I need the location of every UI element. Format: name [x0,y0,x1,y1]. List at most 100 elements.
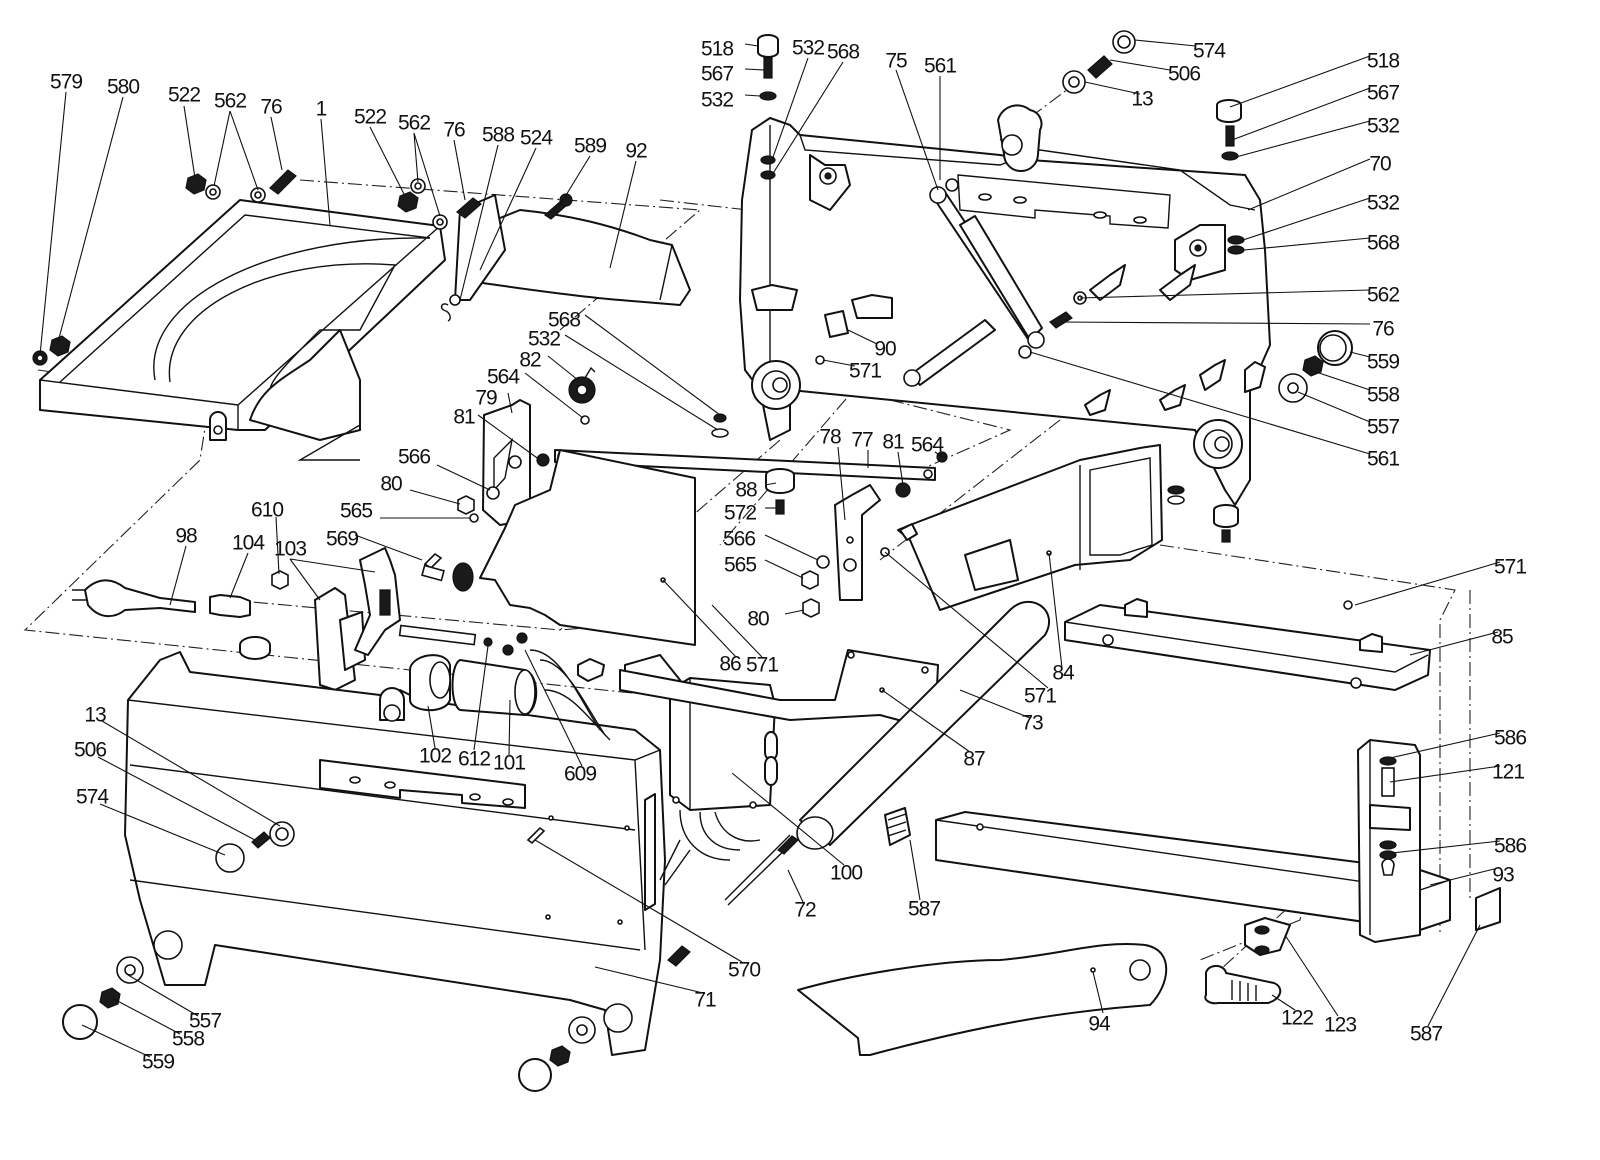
part-label-100: 100 [830,862,862,885]
part-label-559: 559 [142,1051,174,1074]
part-label-571: 571 [1494,556,1526,579]
part-label-610: 610 [251,499,283,522]
part-label-101: 101 [493,752,525,775]
part-label-565: 565 [340,500,372,523]
part-label-70: 70 [1369,153,1391,176]
part-label-564: 564 [487,366,520,389]
part-label-566: 566 [398,446,430,469]
part-label-568: 568 [548,309,580,332]
part-label-561: 561 [1367,448,1399,471]
part-label-587: 587 [908,898,940,921]
part-label-81: 81 [882,431,904,454]
part-label-571: 571 [849,360,881,383]
part-label-574: 574 [1193,40,1226,63]
part-label-80: 80 [747,608,769,631]
part-label-571: 571 [1024,685,1056,708]
part-label-98: 98 [175,525,197,548]
part-label-569: 569 [326,528,358,551]
part-label-13: 13 [84,704,106,727]
part-label-92: 92 [625,140,647,163]
part-label-567: 567 [1367,82,1399,105]
part-label-78: 78 [819,426,841,449]
part-label-557: 557 [1367,416,1399,439]
part-label-75: 75 [885,50,907,73]
part-label-79: 79 [475,387,497,410]
part-label-121: 121 [1492,761,1524,784]
part-94-handle [797,943,1168,1056]
part-label-77: 77 [851,429,873,452]
part-label-73: 73 [1021,712,1043,735]
part-label-558: 558 [172,1028,204,1051]
part-label-567: 567 [701,63,733,86]
part-label-558: 558 [1367,384,1399,407]
part-label-72: 72 [794,899,816,922]
part-92-guard [440,194,691,322]
housing-hardware [757,30,1353,543]
part-label-586: 586 [1494,835,1526,858]
part-label-561: 561 [924,55,956,78]
chute-and-tube [619,444,1163,850]
part-label-570: 570 [728,959,760,982]
part-label-559: 559 [1367,351,1399,374]
part-label-532: 532 [701,89,733,112]
part-1-table-frame [39,199,446,461]
part-label-532: 532 [792,37,824,60]
part-label-580: 580 [107,76,139,99]
part-label-609: 609 [564,763,596,786]
part-label-574: 574 [76,786,109,809]
part-label-566: 566 [723,528,755,551]
part-label-568: 568 [1367,232,1399,255]
lever-and-clamp [1204,917,1291,1005]
part-label-568: 568 [827,41,859,64]
part-label-612: 612 [458,748,490,771]
part-label-506: 506 [74,739,106,762]
part-label-94: 94 [1088,1013,1111,1036]
part-label-572: 572 [724,502,756,525]
part-label-80: 80 [380,473,402,496]
part-93-leg-bar [884,739,1501,943]
part-label-562: 562 [1367,284,1399,307]
part-label-84: 84 [1052,662,1075,685]
part-label-532: 532 [1367,115,1399,138]
part-label-85: 85 [1491,626,1513,649]
part-label-532: 532 [1367,192,1399,215]
part-label-571: 571 [746,654,778,677]
part-label-532: 532 [528,328,560,351]
part-label-518: 518 [701,38,733,61]
part-label-81: 81 [453,406,475,429]
part-label-71: 71 [694,989,716,1012]
part-label-506: 506 [1168,63,1200,86]
part-label-562: 562 [398,112,430,135]
part-label-588: 588 [482,124,514,147]
part-85-rail [1064,598,1431,691]
part-label-586: 586 [1494,727,1526,750]
part-label-104: 104 [232,532,265,555]
part-label-76: 76 [260,96,282,119]
part-label-103: 103 [274,538,306,561]
feet-hardware [62,821,799,1092]
part-label-564: 564 [911,434,944,457]
part-71-lower-base [124,651,666,1056]
leader-lines [39,39,1501,1058]
part-label-76: 76 [443,119,465,142]
part-label-123: 123 [1324,1014,1356,1037]
part-label-82: 82 [519,349,541,372]
part-label-93: 93 [1492,864,1514,887]
part-label-518: 518 [1367,50,1399,73]
part-70-upper-housing [739,104,1271,506]
part-label-90: 90 [874,338,896,361]
part-label-587: 587 [1410,1023,1442,1046]
part-label-88: 88 [735,479,757,502]
part-label-589: 589 [574,135,606,158]
part-label-579: 579 [50,71,82,94]
part-label-557: 557 [189,1010,221,1033]
part-label-522: 522 [168,84,200,107]
part-label-1: 1 [316,98,327,121]
part-label-122: 122 [1281,1007,1313,1030]
part-label-522: 522 [354,106,386,129]
part-label-86: 86 [719,653,741,676]
part-label-565: 565 [724,554,756,577]
part-label-87: 87 [963,748,985,771]
